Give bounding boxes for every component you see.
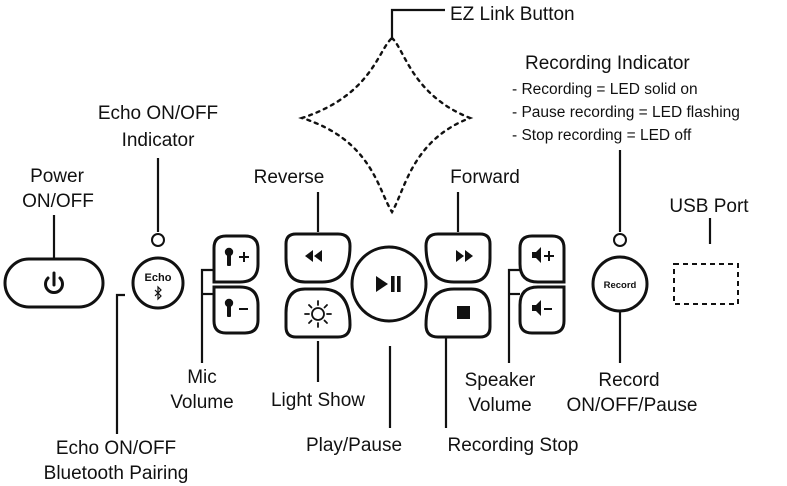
usb-port-label: USB Port bbox=[669, 196, 749, 217]
rewind-icon bbox=[305, 250, 322, 262]
speaker-volume-label-line-2: Volume bbox=[468, 395, 531, 416]
echo-button[interactable]: Echo bbox=[131, 256, 185, 310]
speaker-volume-label-line-1: Speaker bbox=[465, 370, 536, 391]
sun-icon bbox=[304, 300, 332, 328]
recording-stop-label: Recording Stop bbox=[448, 435, 579, 456]
echo-indicator-label-line-1: Echo ON/OFF bbox=[98, 103, 218, 124]
echo-indicator-label-line-2: Indicator bbox=[122, 130, 196, 151]
record-label-line-1: Record bbox=[598, 370, 659, 391]
play-pause-button[interactable] bbox=[350, 245, 428, 323]
speaker-plus-icon bbox=[532, 247, 554, 263]
bluetooth-icon bbox=[154, 285, 162, 301]
forward-label: Forward bbox=[450, 167, 520, 188]
usb-port[interactable] bbox=[673, 263, 739, 305]
leader-lines bbox=[52, 8, 712, 434]
speaker-volume-up-button[interactable] bbox=[518, 234, 566, 284]
power-label-line-2: ON/OFF bbox=[22, 191, 94, 212]
mic-minus-icon bbox=[224, 298, 248, 317]
recording-indicator-line-2: - Pause recording = LED flashing bbox=[512, 104, 740, 121]
light-show-label: Light Show bbox=[271, 390, 365, 411]
play-pause-label: Play/Pause bbox=[306, 435, 402, 456]
stop-icon bbox=[457, 306, 470, 319]
echo-bluetooth-label-line-1: Echo ON/OFF bbox=[56, 438, 176, 459]
recording-stop-button[interactable] bbox=[424, 287, 492, 339]
mic-plus-icon bbox=[224, 247, 249, 266]
reverse-button[interactable] bbox=[284, 232, 352, 284]
mic-volume-down-button[interactable] bbox=[212, 285, 260, 335]
mic-volume-label-line-2: Volume bbox=[170, 392, 233, 413]
reverse-label: Reverse bbox=[254, 167, 325, 188]
recording-indicator-title: Recording Indicator bbox=[525, 53, 690, 74]
ez-link-button-outline[interactable] bbox=[298, 36, 474, 215]
record-button[interactable]: Record bbox=[591, 255, 649, 313]
play-pause-icon bbox=[376, 276, 401, 292]
speaker-volume-down-button[interactable] bbox=[518, 285, 566, 335]
echo-bluetooth-label-line-2: Bluetooth Pairing bbox=[44, 463, 189, 484]
record-label-line-2: ON/OFF/Pause bbox=[567, 395, 698, 416]
power-icon bbox=[44, 271, 64, 294]
mic-volume-label-line-1: Mic bbox=[187, 367, 217, 388]
recording-indicator-line-1: - Recording = LED solid on bbox=[512, 81, 698, 98]
light-show-button[interactable] bbox=[284, 287, 352, 339]
power-button[interactable] bbox=[3, 257, 105, 309]
speaker-minus-icon bbox=[532, 300, 552, 316]
forward-button[interactable] bbox=[424, 232, 492, 284]
power-label-line-1: Power bbox=[30, 166, 85, 187]
echo-indicator-led bbox=[151, 233, 165, 247]
record-button-label: Record bbox=[604, 280, 637, 291]
fast-forward-icon bbox=[456, 250, 473, 262]
mic-volume-up-button[interactable] bbox=[212, 234, 260, 284]
recording-indicator-line-3: - Stop recording = LED off bbox=[512, 127, 692, 144]
recording-indicator-led bbox=[613, 233, 627, 247]
echo-button-label: Echo bbox=[145, 272, 172, 284]
ez-link-label: EZ Link Button bbox=[450, 4, 575, 25]
